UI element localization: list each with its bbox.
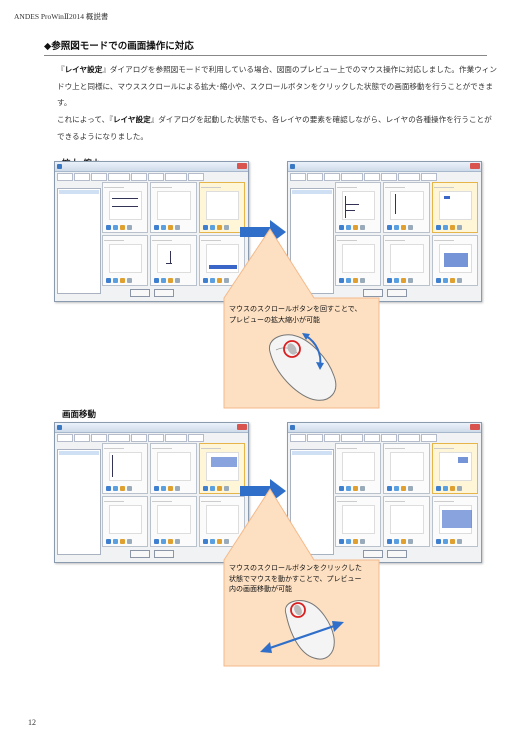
layer-list	[57, 188, 101, 294]
preview-cell	[383, 443, 430, 494]
preview-cell	[150, 443, 197, 494]
preview-grid	[102, 443, 245, 547]
layer-tabs	[290, 182, 332, 197]
preview-cell	[102, 182, 149, 233]
paragraph-2: これによって、『レイヤ設定』ダイアログを起動した状態でも、各レイヤの要素を確認し…	[57, 112, 497, 145]
dialog-toolbar	[288, 433, 481, 443]
pan-heading: 画面移動	[62, 410, 97, 420]
close-icon	[237, 424, 247, 430]
layer-list	[57, 449, 101, 555]
zoom-dialog-before	[54, 161, 249, 302]
preview-cell-highlighted	[198, 443, 245, 494]
preview-cell	[335, 443, 382, 494]
layer-tabs	[57, 182, 99, 197]
dialog-buttons	[55, 282, 248, 297]
preview-cell	[150, 235, 197, 286]
close-icon	[470, 424, 480, 430]
pan-dialog-before	[54, 422, 249, 563]
mouse-pan-icon	[260, 600, 344, 660]
preview-cell	[198, 496, 245, 547]
dialog-title-bar	[55, 162, 248, 172]
dialog-toolbar	[288, 172, 481, 182]
preview-cell	[431, 235, 478, 286]
preview-cell	[102, 235, 149, 286]
dialog-buttons	[288, 543, 481, 558]
zoom-callout-shape	[223, 228, 380, 409]
zoom-dialog-after	[287, 161, 482, 302]
paragraph-1-bold: レイヤ設定	[64, 65, 103, 74]
mouse-scroll-icon	[268, 333, 337, 401]
zoom-callout-line2: プレビューの拡大縮小が可能	[229, 315, 320, 324]
preview-cell	[431, 496, 478, 547]
dialog-toolbar	[55, 433, 248, 443]
preview-cell	[383, 496, 430, 547]
paragraph-2-rest: 』ダイアログを起動した状態でも、各レイヤの要素を確認しながら、レイヤの各種操作を…	[57, 115, 492, 141]
document-header: ANDES ProWinⅡ2014 概説書	[14, 12, 109, 21]
preview-cell	[150, 496, 197, 547]
page-number: 12	[28, 718, 36, 727]
preview-cell	[335, 235, 382, 286]
zoom-callout-text: マウスのスクロールボタンを回すことで、 プレビューの拡大縮小が可能	[229, 304, 362, 325]
paragraph-2-prefix: これによって、『	[57, 115, 113, 124]
preview-cell	[383, 235, 430, 286]
preview-cell-highlighted	[198, 182, 245, 233]
layer-tabs	[290, 443, 332, 458]
paragraph-1: 『レイヤ設定』ダイアログを参照図モードで利用している場合、図面のプレビュー上での…	[57, 62, 497, 112]
dialog-title-bar	[288, 423, 481, 433]
pan-dialog-after	[287, 422, 482, 563]
preview-cell	[150, 182, 197, 233]
close-icon	[237, 163, 247, 169]
paragraph-2-bold: レイヤ設定	[112, 115, 151, 124]
pan-callout-text: マウスのスクロールボタンをクリックした 状態でマウスを動かすことで、プレビュー …	[229, 563, 362, 595]
paragraph-1-rest: 』ダイアログを参照図モードで利用している場合、図面のプレビュー上でのマウス操作に…	[57, 65, 497, 107]
preview-grid	[102, 182, 245, 286]
dialog-toolbar	[55, 172, 248, 182]
app-icon	[290, 164, 295, 169]
pan-callout-line1: マウスのスクロールボタンをクリックした	[229, 564, 362, 572]
layer-tabs	[57, 443, 99, 458]
dialog-title-bar	[55, 423, 248, 433]
preview-cell	[102, 443, 149, 494]
dialog-title-bar	[288, 162, 481, 172]
heading-rule	[44, 55, 487, 56]
preview-grid	[335, 443, 478, 547]
preview-cell	[335, 182, 382, 233]
dialog-buttons	[288, 282, 481, 297]
app-icon	[290, 425, 295, 430]
zoom-callout-line1: マウスのスクロールボタンを回すことで、	[229, 305, 362, 313]
preview-cell-highlighted	[431, 182, 478, 233]
preview-cell	[335, 496, 382, 547]
app-icon	[57, 164, 62, 169]
preview-cell	[383, 182, 430, 233]
section-heading: ◆参照図モードでの画面操作に対応	[44, 41, 194, 52]
dialog-buttons	[55, 543, 248, 558]
preview-grid	[335, 182, 478, 286]
pan-callout-line2: 状態でマウスを動かすことで、プレビュー	[229, 574, 362, 583]
close-icon	[470, 163, 480, 169]
app-icon	[57, 425, 62, 430]
pan-callout-line3: 内の画面移動が可能	[229, 585, 292, 593]
preview-cell-highlighted	[431, 443, 478, 494]
paragraph-1-prefix: 『	[57, 65, 65, 74]
preview-cell	[102, 496, 149, 547]
